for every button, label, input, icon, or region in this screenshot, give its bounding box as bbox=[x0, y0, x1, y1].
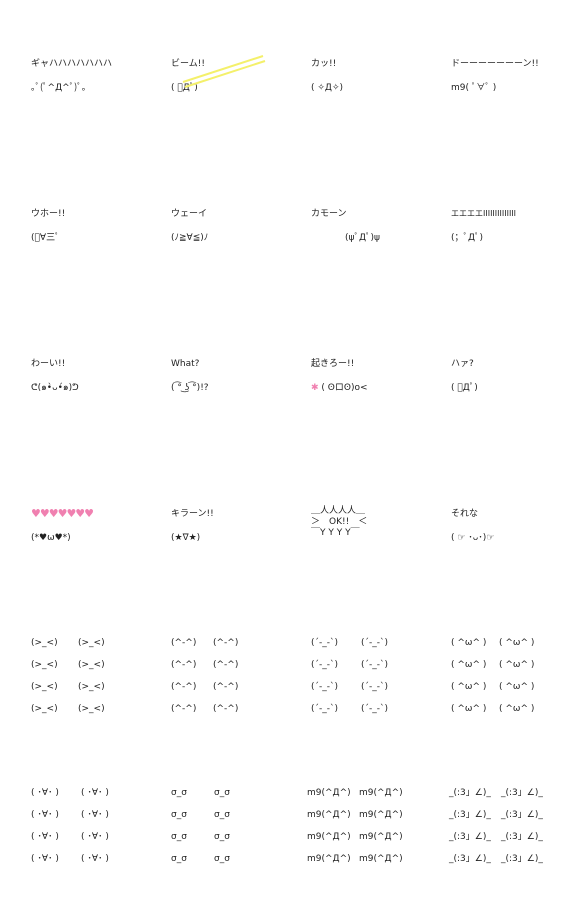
sticker-face: ✱ ( ʘロʘ)o< bbox=[311, 382, 368, 394]
grid-face: (^-^) bbox=[171, 682, 197, 692]
grid-face: _(:3」∠)_ bbox=[501, 854, 543, 864]
sticker-title: キラーン!! bbox=[171, 509, 214, 519]
grid-face: m9(^Д^) bbox=[307, 854, 351, 864]
grid-face: σ_σ bbox=[171, 788, 187, 798]
grid-face: m9(^Д^) bbox=[307, 810, 351, 820]
grid-face: (>_<) bbox=[31, 682, 58, 692]
grid-face: (^-^) bbox=[171, 638, 197, 648]
grid-face: m9(^Д^) bbox=[359, 854, 403, 864]
sticker-face: ( ͡° ͜ʖ ͡°)!? bbox=[171, 383, 209, 393]
sticker-face: ｡ﾟ(ﾟ^Д^ﾟ)ﾟ｡ bbox=[31, 83, 87, 93]
grid-face: (´-_-`) bbox=[311, 704, 339, 714]
grid-face: (´-_-`) bbox=[311, 682, 339, 692]
grid-face: ( ^ω^ ) bbox=[451, 682, 487, 692]
sticker-face-text: ( ʘロʘ)o< bbox=[321, 383, 368, 393]
sticker-face: m9( ﾟ∀ﾟ ) bbox=[451, 83, 497, 93]
grid-face: m9(^Д^) bbox=[307, 788, 351, 798]
sticker-title: ビーム!! bbox=[171, 59, 205, 69]
ok-speech-bubble: ＿人人人人＿ ＞ OK!! ＜ ￣Y Y Y Y￣ bbox=[311, 506, 368, 538]
sticker-face: ( ☞ ･ᴗ･)☞ bbox=[451, 533, 495, 543]
sticker-title: カッ!! bbox=[311, 59, 337, 69]
grid-face: (^-^) bbox=[213, 704, 239, 714]
grid-face: (´-_-`) bbox=[311, 660, 339, 670]
grid-face: _(:3」∠)_ bbox=[501, 832, 543, 842]
grid-face: _(:3」∠)_ bbox=[501, 810, 543, 820]
grid-face: (>_<) bbox=[78, 704, 105, 714]
sticker-title: ウホー!! bbox=[31, 209, 66, 219]
grid-face: (^-^) bbox=[213, 682, 239, 692]
sticker-title: カモーン bbox=[311, 209, 347, 219]
sticker-face: (*♥ω♥*) bbox=[31, 533, 71, 543]
sticker-title: ウェーイ bbox=[171, 209, 208, 219]
grid-face: (>_<) bbox=[31, 660, 58, 670]
grid-face: ( ^ω^ ) bbox=[451, 660, 487, 670]
grid-face: (^-^) bbox=[171, 704, 197, 714]
grid-face: (^-^) bbox=[213, 638, 239, 648]
grid-face: ( ･∀･ ) bbox=[31, 832, 59, 842]
grid-face: σ_σ bbox=[171, 854, 187, 864]
sticker-face: ( ﾟДﾟ) bbox=[171, 83, 198, 93]
sticker-face: ( ﾟДﾟ) bbox=[451, 383, 478, 393]
grid-face: _(:3」∠)_ bbox=[449, 788, 491, 798]
grid-face: ( ^ω^ ) bbox=[451, 638, 487, 648]
grid-face: ( ^ω^ ) bbox=[499, 704, 535, 714]
grid-face: (>_<) bbox=[78, 682, 105, 692]
sticker-face: (ﾟ∀三ﾟ bbox=[31, 233, 60, 243]
grid-face: ( ･∀･ ) bbox=[81, 854, 109, 864]
sticker-title: ♥♥♥♥♥♥♥ bbox=[31, 507, 94, 520]
sticker-face: (；ﾟДﾟ) bbox=[451, 233, 484, 243]
grid-face: ( ^ω^ ) bbox=[499, 682, 535, 692]
grid-face: ( ･∀･ ) bbox=[31, 810, 59, 820]
grid-face: (^-^) bbox=[171, 660, 197, 670]
sticker-title: ドーーーーーーーン!! bbox=[451, 59, 539, 69]
grid-face: σ_σ bbox=[214, 788, 230, 798]
grid-face: (>_<) bbox=[78, 660, 105, 670]
grid-face: ( ^ω^ ) bbox=[451, 704, 487, 714]
grid-face: _(:3」∠)_ bbox=[449, 810, 491, 820]
sticker-title: わーい!! bbox=[31, 359, 66, 369]
sticker-title: 起きろー!! bbox=[311, 359, 355, 369]
beam-lines-icon bbox=[182, 55, 266, 88]
sticker-face: (ﾉ≧∀≦)ﾉ bbox=[171, 233, 209, 243]
grid-face: m9(^Д^) bbox=[359, 832, 403, 842]
grid-face: (^-^) bbox=[213, 660, 239, 670]
grid-face: (´-_-`) bbox=[361, 682, 389, 692]
grid-face: (>_<) bbox=[31, 704, 58, 714]
sticker-title: それな bbox=[451, 509, 479, 519]
sticker-face: ( ✧Д✧) bbox=[311, 83, 343, 93]
grid-face: σ_σ bbox=[214, 854, 230, 864]
grid-face: (´-_-`) bbox=[311, 638, 339, 648]
sticker-title: エエエエIIIIIIIIIIIIII bbox=[451, 209, 517, 218]
grid-face: m9(^Д^) bbox=[359, 788, 403, 798]
grid-face: (>_<) bbox=[78, 638, 105, 648]
grid-face: (´-_-`) bbox=[361, 660, 389, 670]
sticker-face: (★∇★) bbox=[171, 533, 201, 543]
grid-face: ( ･∀･ ) bbox=[31, 854, 59, 864]
sticker-face: (ψﾟДﾟ)ψ bbox=[345, 233, 380, 243]
grid-face: _(:3」∠)_ bbox=[449, 854, 491, 864]
sticker-title: What? bbox=[171, 359, 200, 369]
grid-face: (>_<) bbox=[31, 638, 58, 648]
grid-face: _(:3」∠)_ bbox=[449, 832, 491, 842]
grid-face: ( ^ω^ ) bbox=[499, 638, 535, 648]
grid-face: ( ･∀･ ) bbox=[81, 810, 109, 820]
grid-face: ( ･∀･ ) bbox=[31, 788, 59, 798]
grid-face: m9(^Д^) bbox=[307, 832, 351, 842]
grid-face: σ_σ bbox=[214, 832, 230, 842]
grid-face: σ_σ bbox=[171, 832, 187, 842]
grid-face: _(:3」∠)_ bbox=[501, 788, 543, 798]
grid-face: m9(^Д^) bbox=[359, 810, 403, 820]
grid-face: (´-_-`) bbox=[361, 638, 389, 648]
grid-face: σ_σ bbox=[171, 810, 187, 820]
grid-face: (´-_-`) bbox=[361, 704, 389, 714]
grid-face: ( ･∀･ ) bbox=[81, 832, 109, 842]
sticker-title: ハァ? bbox=[451, 359, 474, 369]
grid-face: σ_σ bbox=[214, 810, 230, 820]
pink-sparkle-icon: ✱ bbox=[311, 383, 319, 393]
grid-face: ( ^ω^ ) bbox=[499, 660, 535, 670]
grid-face: ( ･∀･ ) bbox=[81, 788, 109, 798]
sticker-title: ギャハハハハハハハ bbox=[31, 59, 113, 69]
sticker-face: ᕦ(๑•̀ᴗ•́๑)ᕤ bbox=[31, 383, 79, 393]
